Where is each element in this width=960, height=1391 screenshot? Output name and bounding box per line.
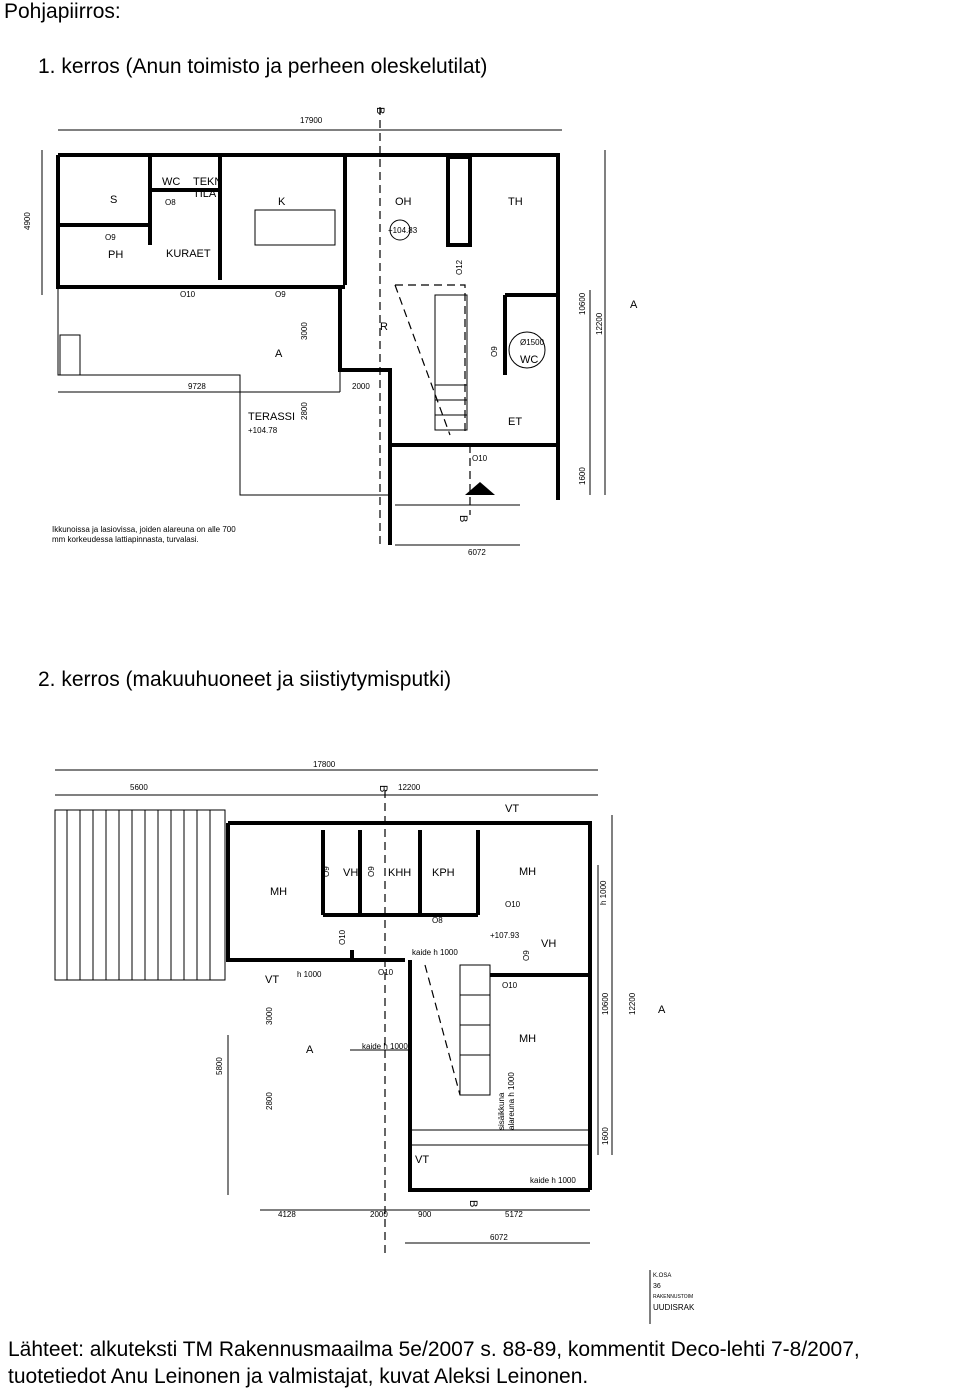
dim2-5600: 5600	[130, 783, 148, 792]
room-ph: PH	[108, 249, 123, 261]
dim2-5800: 5800	[215, 1057, 224, 1075]
note2-kaide2: kaide h 1000	[362, 1042, 408, 1051]
footer-sources: Lähteet: alkuteksti TM Rakennusmaailma 5…	[8, 1338, 860, 1388]
dim2-3000: 3000	[265, 1007, 274, 1025]
door-o9c: O9	[490, 346, 499, 357]
room2-vt1: VT	[505, 803, 519, 815]
room2-mh3: MH	[519, 1033, 536, 1045]
door-o9: O9	[105, 233, 116, 242]
dim-12200: 12200	[595, 312, 604, 335]
stamp-line-3: RAKENNUSTOIM	[653, 1294, 693, 1300]
dim-top: 17900	[300, 116, 323, 125]
dim-2000: 2000	[352, 382, 370, 391]
dim2-bottom: 6072	[490, 1233, 508, 1242]
section-a2: A	[630, 299, 638, 311]
dim2-top: 17800	[313, 760, 336, 769]
room-terassi: TERASSI	[248, 411, 295, 423]
room-tila: TILA	[193, 188, 217, 200]
floor1-note-2: mm korkeudessa lattiapinnasta, turvalasi…	[52, 535, 199, 544]
dim-left: 4900	[23, 212, 32, 230]
room2-vt2: VT	[265, 974, 279, 986]
room-tekn: TEKN	[193, 176, 222, 188]
dim2-4128: 4128	[278, 1210, 296, 1219]
dim-3000: 3000	[300, 322, 309, 340]
door-o12: O12	[455, 259, 464, 275]
floor2-plan: 17800 5600 12200 10600 12200 1600 5800 3…	[54, 760, 666, 1255]
room2-mh1: MH	[270, 886, 287, 898]
stamp-line-1: K.OSA	[653, 1273, 671, 1279]
section2-b2: B	[467, 1200, 479, 1207]
dim2-1600: 1600	[601, 1127, 610, 1145]
floor1-plan: 17900 4900 10600 12200 1600 9728 2000 30…	[23, 107, 638, 557]
section2-a2: A	[658, 1004, 666, 1016]
door2-o10b: O10	[378, 968, 394, 977]
dim-9728: 9728	[188, 382, 206, 391]
room-kuraet: KURAET	[166, 248, 211, 260]
dim-bottom: 6072	[468, 548, 486, 557]
dim2-12200b: 12200	[628, 992, 637, 1015]
room2-vh: VH	[343, 867, 358, 879]
note2-sisaikkuna: sisäikkuna	[497, 1092, 506, 1130]
room-wc: WC	[162, 176, 180, 188]
terrace-slats	[54, 809, 226, 981]
floor1-heading: 1. kerros (Anun toimisto ja perheen oles…	[38, 55, 488, 78]
dim2-10600: 10600	[601, 992, 610, 1015]
note2-kaide1: kaide h 1000	[412, 948, 458, 957]
level2-hall: +107.93	[490, 931, 520, 940]
door2-o8: O8	[432, 916, 443, 925]
stamp-line-2: 36	[653, 1283, 661, 1290]
door2-o10d: O10	[502, 981, 518, 990]
section2-b1: B	[377, 785, 389, 792]
door2-o9a: O9	[322, 866, 331, 877]
section-a1: A	[275, 348, 283, 360]
dim2-5172: 5172	[505, 1210, 523, 1219]
door2-o10c: O10	[505, 900, 521, 909]
dim2-12200: 12200	[398, 783, 421, 792]
section2-a1: A	[306, 1044, 314, 1056]
room2-khh: KHH	[388, 867, 411, 879]
room-s: S	[110, 194, 117, 206]
note2-kaide3: kaide h 1000	[530, 1176, 576, 1185]
room-wc2: WC	[520, 354, 538, 366]
stamp-line-4: UUDISRAK	[653, 1303, 695, 1312]
page-title: Pohjapiirros:	[4, 0, 121, 23]
door2-o9b: O9	[367, 866, 376, 877]
room-et: ET	[508, 416, 522, 428]
door-o9b: O9	[275, 290, 286, 299]
door2-o9c: O9	[522, 950, 531, 961]
door-o8: O8	[165, 198, 176, 207]
title-stamp: K.OSA 36 RAKENNUSTOIM UUDISRAK	[649, 1270, 695, 1324]
room-r: R	[380, 321, 388, 333]
level-terassi: +104.78	[248, 426, 278, 435]
room2-vh2: VH	[541, 938, 556, 950]
section-b1: B	[374, 107, 386, 114]
room-th: TH	[508, 196, 523, 208]
floor1-note-1: Ikkunoissa ja lasiovissa, joiden alareun…	[52, 525, 236, 534]
note2-h1000b: h 1000	[599, 880, 608, 905]
dim-dia: Ø1500	[520, 338, 545, 347]
note2-h1000a: h 1000	[297, 970, 322, 979]
door-o10c: O10	[472, 454, 488, 463]
direction-marker	[465, 482, 495, 495]
section-b2: B	[457, 515, 469, 522]
room2-mh2: MH	[519, 866, 536, 878]
room-oh: OH	[395, 196, 412, 208]
floor2-heading: 2. kerros (makuuhuoneet ja siistiytymisp…	[38, 668, 452, 691]
dim2-2000: 2000	[370, 1210, 388, 1219]
dim-10600: 10600	[578, 292, 587, 315]
dim2-900: 900	[418, 1210, 432, 1219]
dim2-2800: 2800	[265, 1092, 274, 1110]
level-oh: +104.83	[388, 226, 418, 235]
dim-2800: 2800	[300, 402, 309, 420]
door-o10a: O10	[180, 290, 196, 299]
room2-kph: KPH	[432, 867, 455, 879]
room-k: K	[278, 196, 286, 208]
door2-o10a: O10	[338, 929, 347, 945]
room2-vt3: VT	[415, 1154, 429, 1166]
note2-alareuna: alareuna h 1000	[507, 1072, 516, 1130]
dim-1600: 1600	[578, 467, 587, 485]
